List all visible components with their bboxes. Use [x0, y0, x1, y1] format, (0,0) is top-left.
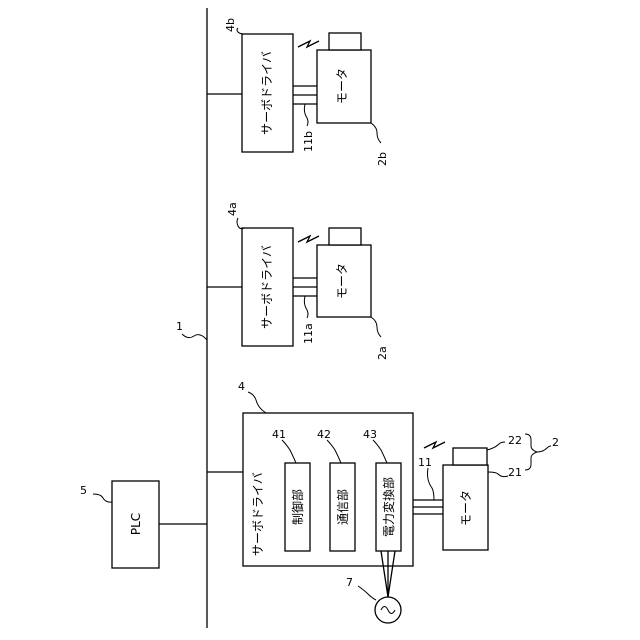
main-driver-ref-label: 4 — [238, 380, 245, 393]
motor-2a-label: モータ — [335, 263, 349, 299]
cable-11a-ref-label: 11a — [302, 323, 315, 344]
main-cable-ref-leader — [428, 468, 435, 500]
motor-2a-ref-label: 2a — [376, 346, 389, 360]
motor-group-ref-label: 2 — [552, 436, 559, 449]
motor-2b-ref-leader — [371, 123, 381, 143]
cable-11b-ref-leader — [304, 104, 308, 126]
main-motor-ref-label: 21 — [508, 466, 522, 479]
motor-2b-encoder — [329, 33, 361, 50]
plc-ref-leader — [93, 494, 112, 502]
motor-group-ref-leader — [537, 446, 551, 452]
motor-2b-label: モータ — [335, 68, 349, 104]
communication-unit-ref-label: 42 — [317, 428, 331, 441]
bus-ref-label: 1 — [176, 320, 183, 333]
plc-label: PLC — [129, 513, 143, 535]
motor-group-brace — [525, 434, 537, 470]
driver-4a-ref-label: 4a — [226, 202, 239, 216]
main-driver-label: サーボドライバ — [251, 472, 265, 556]
motor-2a-ref-leader — [371, 317, 381, 337]
driver-4a-label: サーボドライバ — [260, 245, 274, 329]
power-conversion-unit-ref-label: 43 — [363, 428, 377, 441]
control-unit-ref-label: 41 — [272, 428, 286, 441]
main-motor-ref-leader — [488, 472, 508, 477]
main-encoder-ref-leader — [487, 442, 505, 450]
motor-2b-ref-label: 2b — [376, 152, 389, 166]
main-motor-label: モータ — [459, 490, 473, 526]
power-source-ref-label: 7 — [346, 576, 353, 589]
motor-2a-signal-icon — [298, 236, 319, 242]
motor-2a-encoder — [329, 228, 361, 245]
cable-11b-ref-label: 11b — [302, 131, 315, 152]
bus-ref-leader — [182, 334, 207, 340]
main-motor-encoder — [453, 448, 487, 465]
power-conversion-unit-label: 電力変換部 — [381, 477, 396, 537]
driver-4b-ref-label: 4b — [224, 18, 237, 32]
main-driver-ref-leader — [248, 392, 266, 413]
driver-4a-ref-leader — [237, 218, 244, 229]
control-unit-label: 制御部 — [290, 489, 305, 525]
cable-11a-ref-leader — [304, 296, 308, 318]
main-cable-ref-label: 11 — [418, 456, 432, 469]
main-encoder-ref-label: 22 — [508, 434, 522, 447]
plc-ref-label: 5 — [80, 484, 87, 497]
main-encoder-signal-icon — [424, 442, 445, 448]
driver-4b-label: サーボドライバ — [260, 51, 274, 135]
power-source-ref-leader — [358, 586, 376, 600]
motor-2b-signal-icon — [298, 41, 319, 47]
communication-unit-label: 通信部 — [335, 489, 350, 525]
driver-4b-ref-leader — [237, 28, 244, 34]
